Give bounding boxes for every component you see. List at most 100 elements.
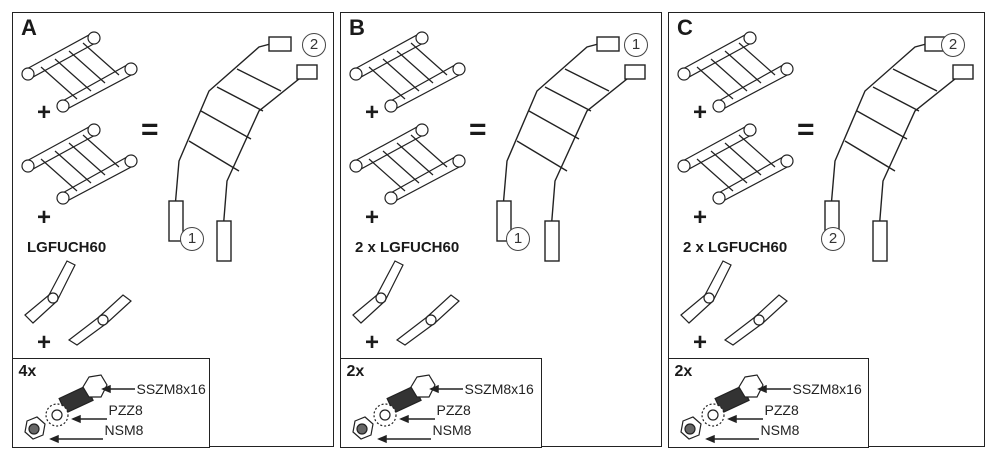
bolt-hole-icon [780,62,794,76]
ladder-rail [677,34,757,78]
ladder-rail [21,126,101,170]
ladder-rung [696,66,734,100]
panel-letter: C [677,15,693,40]
ladder-rung [82,42,120,76]
bolt-hole-icon [452,62,466,76]
coupler-code: 2 x LGFUCH60 [355,239,460,256]
bend-rail-inner [500,38,618,232]
ladder-rung [382,58,420,92]
hinge-icon [97,314,109,326]
assembly-panel-b: B + + 2 x LGFUCH60 + = 1 1 2x [339,12,662,448]
end-coupler-icon [216,220,232,262]
plus-sign: + [365,99,380,126]
bend-rail-outer [548,70,643,257]
ladder-rung [710,150,748,184]
ladder-rail [349,126,429,170]
end-coupler-icon [296,64,318,80]
hinge-icon [703,292,715,304]
ladder-rung [738,134,776,168]
end-coupler-icon [872,220,888,262]
marker-bottom: 2 [821,227,845,251]
ladder-group [21,123,138,205]
ladder-group [349,123,466,205]
fastener-quantity: 4x [18,362,37,380]
ladder-rung [696,158,734,192]
bolt-hole-icon [87,31,101,45]
coupler-code: LGFUCH60 [27,239,107,256]
equals-sign: = [797,113,815,146]
bolt-hole-icon [415,123,429,137]
bracket-group [24,260,132,346]
ladder-rung [188,140,240,172]
plus-sign: + [37,204,52,231]
ladder-rail [57,156,136,202]
ladder-group [677,31,794,113]
bend-rail-inner [828,38,946,232]
nut-label: NSM8 [760,421,800,438]
straight-ladder-section-icon [21,31,138,113]
ladder-rung [516,140,568,172]
bend-group [824,36,974,262]
ladder-rail [385,156,464,202]
plus-sign: + [365,329,380,356]
ladder-rung [710,58,748,92]
ladder-rung [738,42,776,76]
fastener-quantity: 2x [674,362,693,380]
bolt-hole-icon [415,31,429,45]
straight-ladder-section-icon [349,31,466,113]
ladder-rung [368,158,406,192]
marker-bottom: 1 [180,227,204,251]
bolt-hole-icon [712,99,726,113]
ladder-rung [216,86,264,112]
plus-sign: + [693,204,708,231]
ladder-group [21,31,138,113]
ladder-rung [396,142,434,176]
end-coupler-icon [952,64,974,80]
bolt-hole-icon [677,67,691,81]
ladder-rung [82,134,120,168]
bolt-hole-icon [743,123,757,137]
ladder-rung [564,68,610,92]
ladder-rung [382,150,420,184]
ladder-rung [54,58,92,92]
bolt-hole-icon [21,159,35,173]
ladder-rung [40,66,78,100]
ladder-rail [57,64,136,110]
bend-rail-inner [172,38,290,232]
ladder-rung [68,142,106,176]
nut-label: NSM8 [104,421,144,438]
bolt-nut-washer-icon [23,373,135,443]
panel-letter: B [349,15,365,40]
bend-rail-outer [220,70,315,257]
plus-sign: + [365,204,380,231]
fastener-quantity: 2x [346,362,365,380]
fastener-box: 2x SSZM8x16 PZZ8 NSM8 [339,357,542,448]
marker-top: 2 [941,33,965,57]
ladder-group [677,123,794,205]
bracket-group [352,260,460,346]
bolt-hole-icon [384,99,398,113]
ladder-rail [385,64,464,110]
assembly-panel-a: A + + LGFUCH60 + = 2 1 4x [11,12,334,448]
bolt-nut-washer-icon [679,373,791,443]
washer-label: PZZ8 [764,401,799,418]
ladder-rung [200,110,252,140]
nut-label: NSM8 [432,421,472,438]
end-coupler-icon [624,64,646,80]
hinge-icon [425,314,437,326]
bolt-label: SSZM8x16 [792,380,862,397]
hinge-icon [375,292,387,304]
ladder-rung [40,158,78,192]
bolt-hole-icon [712,191,726,205]
equals-sign: = [141,113,159,146]
bolt-hole-icon [124,62,138,76]
vertical-bend-ladder-icon [168,36,318,262]
equals-sign: = [469,113,487,146]
end-coupler-icon [596,36,620,52]
end-coupler-icon [268,36,292,52]
ladder-rail [713,64,792,110]
bolt-hole-icon [384,191,398,205]
ladder-rung [236,68,282,92]
plus-sign: + [37,99,52,126]
end-coupler-icon [544,220,560,262]
